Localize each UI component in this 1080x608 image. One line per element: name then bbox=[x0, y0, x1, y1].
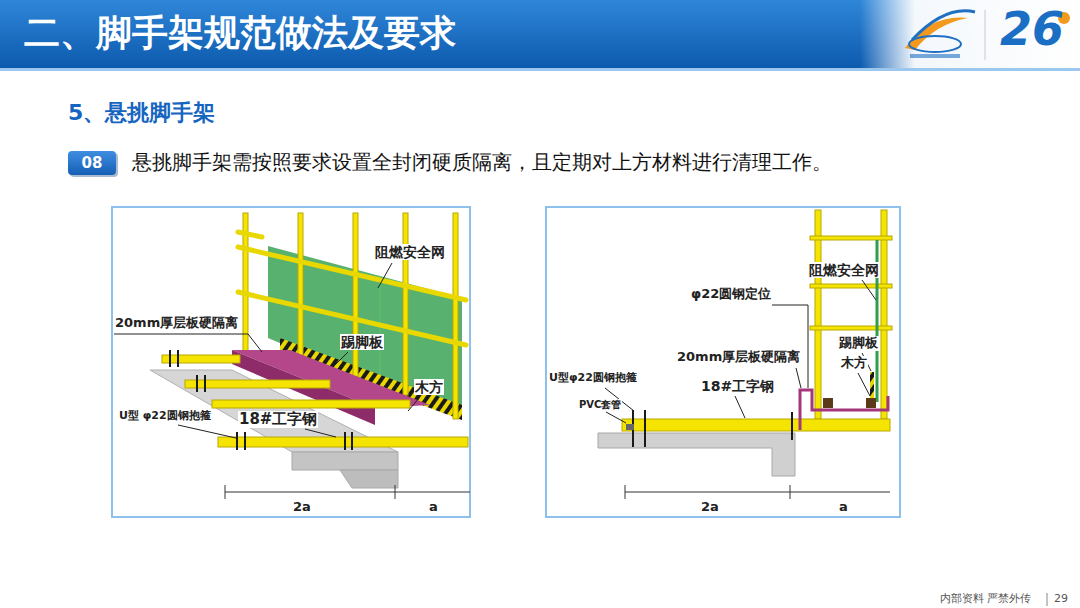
part-label: 踢脚板 bbox=[340, 334, 384, 350]
anniversary-logo: 26 bbox=[1000, 6, 1064, 52]
instruction-text: 悬挑脚手架需按照要求设置全封闭硬质隔离，且定期对上方材料进行清理工作。 bbox=[132, 151, 832, 174]
page-number: 29 bbox=[1054, 593, 1068, 606]
part-label: 木方 bbox=[840, 356, 868, 371]
part-label: 木方 bbox=[414, 379, 444, 395]
header-bar bbox=[0, 0, 1080, 71]
section-heading: 5、悬挑脚手架 bbox=[68, 100, 215, 125]
step-badge: 08 bbox=[68, 151, 116, 175]
part-label: 18#工字钢 bbox=[238, 411, 318, 428]
part-label: φ22圆钢定位 bbox=[690, 287, 772, 302]
footer-separator bbox=[1047, 593, 1048, 606]
part-label: 阻燃安全网 bbox=[808, 262, 880, 278]
dimension-label: 2a bbox=[700, 500, 720, 515]
perspective-illustration bbox=[112, 207, 470, 517]
part-label: 20mm厚层板硬隔离 bbox=[114, 316, 239, 331]
part-label: 踢脚板 bbox=[838, 336, 879, 351]
part-label: 20mm厚层板硬隔离 bbox=[676, 350, 801, 365]
badge-number: 08 bbox=[68, 151, 116, 175]
dimension-label: a bbox=[428, 500, 439, 515]
part-label: 阻燃安全网 bbox=[374, 244, 446, 260]
slide-title: 二、脚手架规范做法及要求 bbox=[24, 12, 456, 53]
part-label: U型φ22圆钢抱箍 bbox=[548, 372, 638, 385]
dimension-label: a bbox=[838, 500, 849, 515]
part-label: PVC套管 bbox=[578, 399, 622, 411]
part-label: 18#工字钢 bbox=[700, 378, 775, 394]
dimension-label: 2a bbox=[292, 500, 312, 515]
section-illustration bbox=[546, 207, 900, 517]
part-label: U型 φ22圆钢抱箍 bbox=[118, 410, 212, 423]
footer-note: 内部资料 严禁外传 bbox=[940, 593, 1032, 606]
